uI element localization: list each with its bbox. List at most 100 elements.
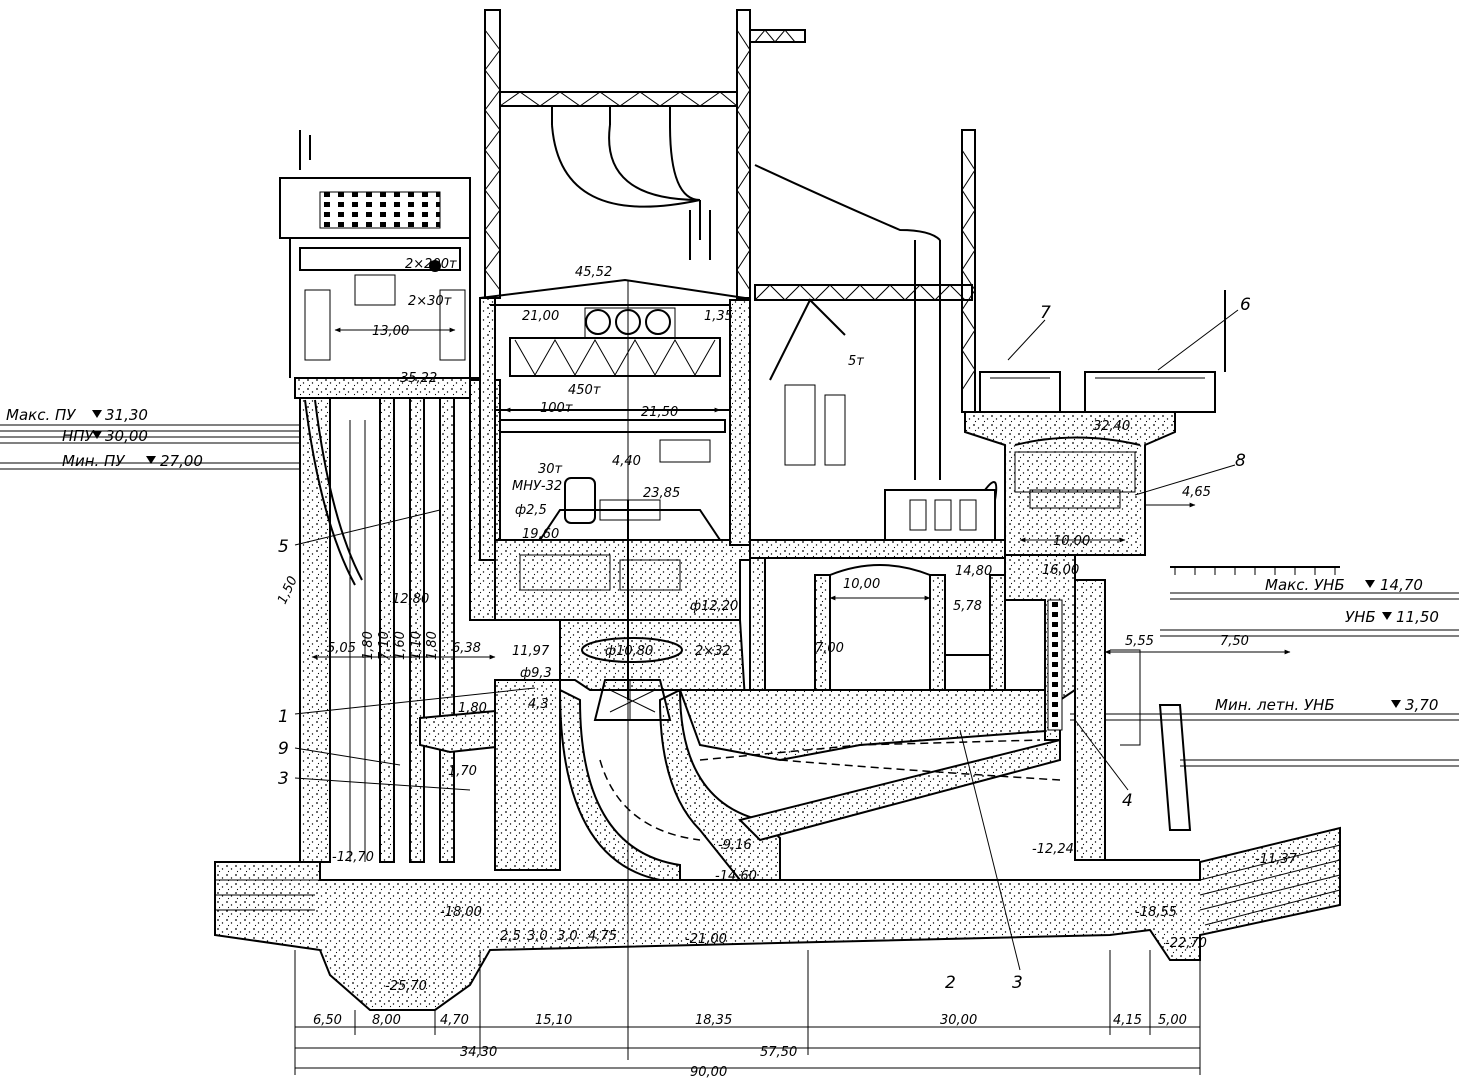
elevation-label: 19,60 [522, 527, 559, 542]
unb-label: УНБ [1345, 608, 1376, 626]
callout-4: 4 [1122, 791, 1133, 811]
callout-8: 8 [1235, 451, 1246, 471]
callout-3-left: 3 [278, 769, 289, 789]
dim-label: 2×32 [695, 644, 731, 659]
elevation-labels: 45,52 35,22 32,40 23,85 19,60 16,00 12,8… [332, 265, 1298, 994]
crane-capacity-label: 100т [540, 401, 573, 416]
tailwater-level-labels: Макс. УНБ 14,70 УНБ 11,50 Мин. летн. УНБ… [1215, 576, 1439, 714]
dim-label: 21,00 [522, 309, 559, 324]
bottom-dim-label: 5,00 [1158, 1013, 1187, 1028]
elevation-label: 7,00 [815, 641, 844, 656]
dim-label: 14,80 [955, 564, 992, 579]
callout-5: 5 [278, 537, 289, 557]
npu-label: НПУ [62, 427, 95, 445]
unb-value: 11,50 [1396, 608, 1439, 626]
downstream-structure [749, 290, 1340, 861]
bottom-dim-label: 15,10 [535, 1013, 572, 1028]
dim-label: 5,55 [1125, 634, 1154, 649]
intake-gantry-crane [279, 130, 471, 378]
elevation-label: 23,85 [643, 486, 680, 501]
dim-label: 7,10 [377, 631, 392, 660]
crane-capacity-label: 2×200т [405, 257, 457, 272]
level-marker-icon [1365, 580, 1375, 588]
elevation-label: 35,22 [400, 371, 437, 386]
bottom-dim-label: 18,35 [695, 1013, 732, 1028]
headwater-lines [0, 424, 310, 470]
level-marker-icon [92, 431, 102, 439]
elevation-label: -18,00 [440, 905, 482, 920]
dim-label: 1,80 [425, 631, 440, 660]
elevation-label: 45,52 [575, 265, 612, 280]
dim-label: 7,50 [1220, 634, 1249, 649]
elevation-label: 1,70 [448, 764, 477, 779]
elevation-label: -25,70 [385, 979, 427, 994]
bottom-dim-label: 4,15 [1113, 1013, 1142, 1028]
elevation-label: -9,16 [718, 838, 752, 853]
dim-label: 3,0 [557, 929, 578, 944]
elevation-label: 12,80 [392, 592, 429, 607]
dim-label: 13,00 [372, 324, 409, 339]
callout-2: 2 [945, 973, 956, 993]
bottom-dim-label: 30,00 [940, 1013, 977, 1028]
dim-label: ф9,3 [520, 666, 552, 681]
crane-capacity-label: 30т [538, 462, 563, 477]
elevation-label: -22,70 [1165, 936, 1207, 951]
elevation-label: -11,37 [1255, 852, 1298, 867]
bottom-dim-label: 57,50 [760, 1045, 797, 1060]
dim-label: ф12,20 [690, 599, 738, 614]
min-letn-unb-value: 3,70 [1405, 696, 1438, 714]
dim-label: 1,35 [704, 309, 733, 324]
dim-label: 1,80 [361, 631, 376, 660]
dim-label: 6,38 [452, 641, 481, 656]
tailwater-lines [1070, 592, 1459, 767]
elevation-label: 32,40 [1093, 419, 1130, 434]
elevation-label: 4,3 [528, 697, 549, 712]
max-pu-label: Макс. ПУ [6, 406, 76, 424]
headwater-level-labels: Макс. ПУ 31,30 НПУ 30,00 Мин. ПУ 27,00 [6, 406, 203, 470]
bottom-dim-label: 4,70 [440, 1013, 469, 1028]
elevation-label: 1,80 [458, 701, 487, 716]
elevation-label: -12,24 [1032, 842, 1074, 857]
min-letn-unb-label: Мин. летн. УНБ [1215, 696, 1335, 714]
dim-label: ф2,5 [515, 503, 547, 518]
elevation-label: -12,70 [332, 850, 374, 865]
npu-value: 30,00 [105, 427, 148, 445]
dim-label: 1,50 [275, 574, 301, 607]
callout-6: 6 [1240, 295, 1251, 315]
dim-label: 1,10 [409, 631, 424, 660]
callout-9: 9 [278, 739, 289, 759]
bottom-dim-label: 90,00 [690, 1065, 727, 1080]
callout-7: 7 [1040, 303, 1051, 323]
switchyard-portals [484, 9, 976, 480]
dim-label: 2,5 [500, 929, 521, 944]
dim-label: 11,97 [512, 644, 550, 659]
elevation-label: -14,60 [715, 869, 757, 884]
max-unb-value: 14,70 [1380, 576, 1423, 594]
min-pu-value: 27,00 [160, 452, 203, 470]
callout-1: 1 [278, 707, 289, 727]
dim-label: 3,0 [527, 929, 548, 944]
mnu-label: МНУ-32 [512, 479, 562, 494]
level-marker-icon [1382, 612, 1392, 620]
level-marker-icon [92, 410, 102, 418]
max-unb-label: Макс. УНБ [1265, 576, 1345, 594]
callout-3-right: 3 [1012, 973, 1023, 993]
level-marker-icon [1391, 700, 1401, 708]
crane-capacity-label: 5т [848, 354, 864, 369]
dimension-labels: 13,00 21,00 1,35 21,50 4,40 МНУ-32 ф2,5 … [275, 309, 1291, 944]
dim-label: 21,50 [641, 405, 678, 420]
callout-numbers: 1 2 3 3 4 5 6 7 8 9 [278, 295, 1251, 993]
dim-label: 1,60 [393, 631, 408, 660]
level-marker-icon [146, 456, 156, 464]
dim-label: ф10,80 [605, 644, 653, 659]
machine-hall [479, 278, 751, 561]
bottom-dimension-chain: 6,50 8,00 4,70 15,10 18,35 30,00 4,15 5,… [294, 950, 1201, 1080]
dim-label: 4,75 [588, 929, 617, 944]
dim-label: 10,00 [1053, 534, 1090, 549]
turbine-runner [581, 637, 683, 721]
min-pu-label: Мин. ПУ [62, 452, 125, 470]
max-pu-value: 31,30 [105, 406, 148, 424]
dim-label: 10,00 [843, 577, 880, 592]
dim-label: 4,65 [1182, 485, 1211, 500]
